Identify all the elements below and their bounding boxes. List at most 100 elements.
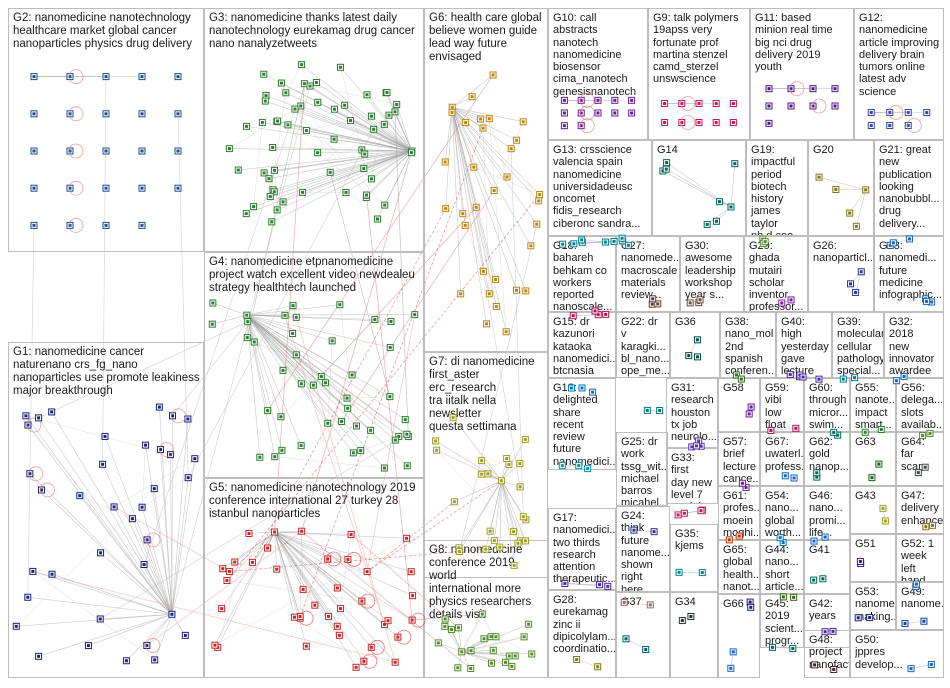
node-avatar-g2 (32, 186, 36, 190)
node-avatar-g7 (457, 546, 461, 550)
node-avatar-g8 (449, 628, 453, 632)
group-panel-g2: G2: nanomedicine nanotechnology healthca… (8, 8, 204, 252)
node-avatar-g2 (176, 149, 180, 153)
node-avatar-g6 (463, 223, 467, 227)
group-panel-g50: G50: jppres develop... (850, 630, 944, 678)
node-avatar-g5 (275, 567, 279, 571)
node-avatar-g3 (409, 151, 413, 155)
group-label-g42: G42: years (809, 598, 836, 623)
group-label-g29: G29: ghada mutairi scholar inventor prof… (749, 240, 804, 312)
node-avatar-g2 (140, 149, 144, 153)
edge-g3 (301, 64, 413, 152)
self-loop-g5 (362, 653, 378, 669)
node-avatar-g21 (907, 237, 911, 241)
edge-g3 (246, 150, 412, 214)
edge-g3 (330, 172, 378, 220)
edge-g5 (274, 531, 328, 560)
node-avatar-g10 (596, 111, 600, 115)
node-avatar-g56 (928, 431, 932, 435)
edge-g6 (452, 107, 484, 129)
node-avatar-g7 (435, 448, 439, 452)
node-avatar-g26 (859, 270, 863, 274)
node-avatar-g8 (456, 626, 460, 630)
node-avatar-g2 (176, 186, 180, 190)
node-avatar-g59 (769, 428, 773, 432)
node-avatar-g5 (304, 644, 308, 648)
edge-g1 (29, 473, 173, 615)
node-avatar-g3 (316, 100, 320, 104)
edge-g1 (38, 417, 173, 615)
edge-g3 (386, 92, 413, 152)
edge-g1 (100, 552, 173, 615)
node-avatar-g12 (906, 111, 910, 114)
node-avatar-g31 (697, 439, 701, 443)
node-avatar-g11 (767, 121, 771, 125)
edge-g5 (274, 531, 365, 662)
node-avatar-g67 (783, 474, 787, 478)
node-avatar-g11 (833, 87, 837, 91)
edge-g5-g7 (366, 501, 455, 572)
node-avatar-g26 (854, 290, 858, 294)
node-avatar-g8 (469, 649, 473, 653)
edge-g5 (274, 531, 304, 590)
edge-g4 (274, 456, 385, 469)
node-avatar-g43 (881, 506, 885, 510)
node-avatar-g21 (891, 241, 895, 245)
group-label-g60: G60: through micror... swim... (809, 382, 849, 431)
node-avatar-g3 (293, 107, 297, 111)
group-label-g10: G10: call abstracts nanotech nanomedicin… (553, 12, 637, 98)
group-panel-g12: G12: nanomedicine article improving deli… (854, 8, 944, 140)
node-avatar-g52 (914, 582, 918, 586)
node-avatar-g32 (894, 379, 898, 383)
node-avatar-g1 (50, 410, 54, 414)
edge-g8 (458, 627, 463, 652)
edge-g6 (493, 121, 524, 191)
edge-g5 (274, 531, 338, 627)
node-avatar-g15 (580, 386, 584, 390)
node-avatar-g3 (244, 212, 248, 216)
node-avatar-g5 (339, 607, 343, 611)
edge-g1 (27, 596, 172, 615)
edge-g7 (501, 480, 521, 541)
group-panel-g9: G9: talk polymers 19apss very fortunate … (648, 8, 750, 140)
node-avatar-g61 (737, 534, 741, 538)
edge-g6 (489, 118, 508, 178)
node-avatar-g4 (326, 421, 330, 425)
node-avatar-g17 (598, 583, 602, 587)
node-avatar-g1 (14, 624, 18, 628)
group-label-g53: G53: nanome... making... (855, 586, 896, 623)
node-avatar-g37 (644, 648, 648, 652)
node-avatar-g4 (346, 406, 350, 410)
node-avatar-g54 (781, 541, 785, 545)
node-avatar-g3 (302, 82, 306, 86)
node-avatar-g39 (841, 377, 845, 381)
edge-g4 (246, 314, 391, 322)
node-avatar-g8 (522, 635, 526, 639)
self-loop-g1 (28, 466, 44, 482)
edge-g1 (113, 458, 195, 508)
node-avatar-g6 (521, 120, 525, 124)
edge-g3 (285, 64, 302, 93)
edge-g4-g1 (38, 321, 248, 419)
group-panel-g19: G19: impactful period biotech history ja… (746, 140, 808, 236)
self-loop-g1 (145, 638, 161, 653)
node-avatar-g4 (245, 313, 249, 317)
group-panel-g20: G20 (808, 140, 874, 236)
edge-g1 (27, 424, 173, 615)
edge-g3 (366, 94, 413, 152)
node-avatar-g6 (505, 175, 509, 179)
node-avatar-g49 (922, 619, 926, 623)
node-avatar-g1 (170, 612, 174, 616)
node-avatar-g7 (523, 539, 527, 543)
node-avatar-g1 (183, 633, 187, 637)
node-avatar-g23 (930, 300, 934, 304)
node-avatar-g3 (343, 103, 347, 107)
node-avatar-g47 (930, 523, 934, 527)
self-loop-g5 (410, 612, 426, 628)
edge-g3 (364, 150, 412, 155)
node-avatar-g1 (112, 505, 116, 509)
node-avatar-g3 (281, 200, 285, 204)
group-label-g14: G14 (657, 144, 678, 156)
edge-g5 (274, 531, 301, 617)
group-panel-g28: G28: eurekamag zinc ii dipicolylam... co… (548, 590, 616, 678)
